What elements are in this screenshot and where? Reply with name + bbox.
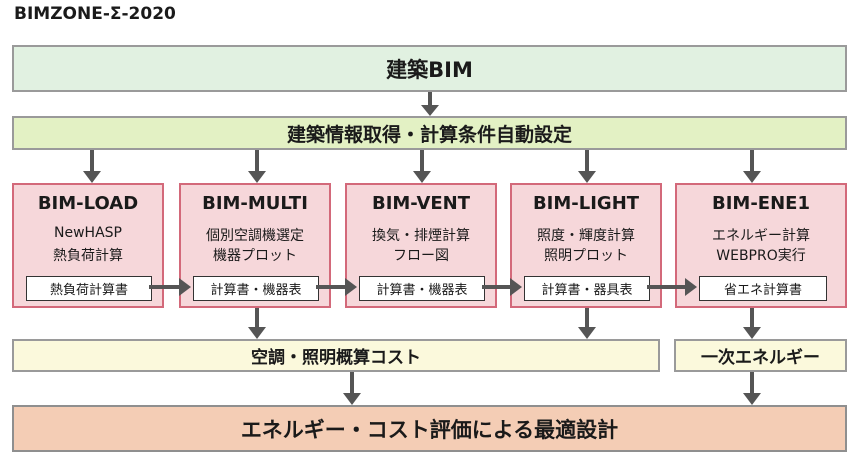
cost-band: 空調・照明概算コスト [12,339,660,372]
module-line1: 照度・輝度計算 [537,228,635,244]
module-output: 熱負荷計算書 [26,276,152,301]
module-line1: NewHASP [54,225,122,241]
diagram-title: BIMZONE-Σ-2020 [14,4,176,24]
arrow-head [578,327,596,339]
arrow-head [743,171,761,183]
arrow-head [743,327,761,339]
module-name: BIM-ENE1 [712,193,810,214]
module-line2: WEBPRO実行 [716,248,806,264]
arrow-head [248,171,266,183]
module-output: 省エネ計算書 [699,276,827,301]
module-line2: フロー図 [393,248,449,264]
module-line1: 換気・排煙計算 [372,228,470,244]
module-bim-ene1: BIM-ENE1 エネルギー計算 WEBPRO実行 省エネ計算書 [675,183,847,308]
optimal-design-band: エネルギー・コスト評価による最適設計 [12,405,847,452]
module-name: BIM-VENT [371,193,471,214]
arrow-head [578,171,596,183]
module-bim-multi: BIM-MULTI 個別空調機選定 機器プロット 計算書・機器表 [179,183,331,308]
module-line2: 機器プロット [213,248,297,264]
arrow-head [83,171,101,183]
module-name: BIM-MULTI [202,193,308,214]
arrow-head [421,105,439,116]
module-bim-light: BIM-LIGHT 照度・輝度計算 照明プロット 計算書・器具表 [510,183,662,308]
arrow-head [248,327,266,339]
module-output: 計算書・機器表 [193,276,319,301]
auto-setting-band: 建築情報取得・計算条件自動設定 [12,116,847,150]
module-line1: 個別空調機選定 [206,228,304,244]
arrow-head [413,171,431,183]
arrow-head [343,393,361,405]
module-name: BIM-LIGHT [532,193,640,214]
module-line2: 熱負荷計算 [53,248,123,264]
module-bim-load: BIM-LOAD NewHASP 熱負荷計算 熱負荷計算書 [12,183,164,308]
primary-energy-band: 一次エネルギー [674,339,847,372]
module-name: BIM-LOAD [37,193,139,214]
arrow-head [743,393,761,405]
module-output: 計算書・器具表 [524,276,650,301]
module-bim-vent: BIM-VENT 換気・排煙計算 フロー図 計算書・機器表 [345,183,497,308]
module-line2: 照明プロット [544,248,628,264]
building-bim-band: 建築BIM [12,45,847,92]
module-output: 計算書・機器表 [359,276,485,301]
module-line1: エネルギー計算 [712,228,810,244]
